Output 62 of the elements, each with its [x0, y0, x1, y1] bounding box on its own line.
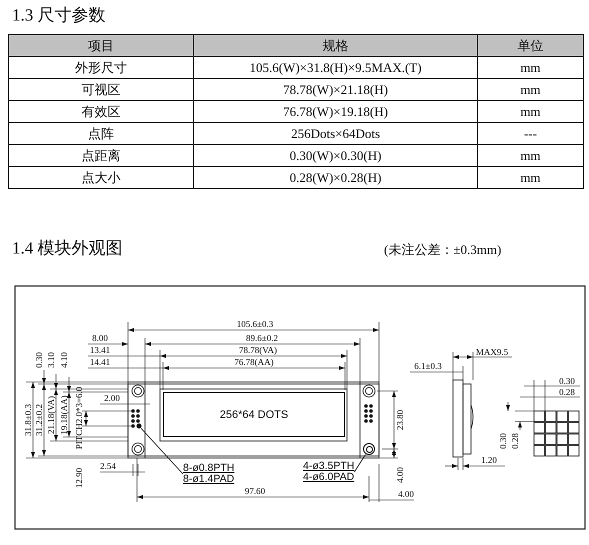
- dimension-label: 0.30: [498, 433, 508, 449]
- header-cell: 规格: [194, 34, 478, 56]
- table-cell: 105.6(W)×31.8(H)×9.5MAX.(T): [194, 56, 478, 78]
- dimension-label: MAX9.5: [476, 347, 508, 357]
- table-cell: mm: [477, 144, 584, 166]
- mounting-hole: [363, 443, 375, 455]
- table-cell: mm: [477, 56, 584, 78]
- leader-line: [354, 454, 366, 472]
- section-heading: 1.4 模块外观图: [12, 238, 122, 260]
- leader-line: [140, 428, 184, 474]
- dimension-label: 89.6±0.2: [246, 333, 278, 343]
- header-cell: 单位: [477, 34, 584, 56]
- callout-text: 4-ø3.5PTH: [303, 461, 354, 472]
- dimension-label: 1.20: [481, 455, 497, 465]
- table-cell: 点大小: [8, 166, 194, 188]
- table-cell: 点距离: [8, 144, 194, 166]
- dimension-label: 105.6±0.3: [236, 319, 274, 329]
- dimension-label: 0.30: [34, 352, 44, 368]
- table-cell: mm: [477, 166, 584, 188]
- dimension-label: 4.00: [395, 467, 405, 483]
- dimension-label: 8.00: [92, 333, 108, 343]
- dimension-label: 14.41: [90, 357, 110, 367]
- pin-pad: [136, 424, 142, 428]
- callout-text: 8-ø1.4PAD: [183, 474, 234, 485]
- dimension-label: 97.60: [244, 486, 266, 496]
- dimension-label: 4.00: [398, 489, 414, 499]
- dimension-label: 76.78(AA): [234, 357, 274, 367]
- table-cell: 0.28(W)×0.28(H): [194, 166, 478, 188]
- dimension-label: 12.90: [74, 468, 84, 488]
- table-cell: 0.30(W)×0.30(H): [194, 144, 478, 166]
- callout-text: 8-ø0.8PTH: [183, 463, 234, 474]
- dimension-label: 13.41: [90, 345, 110, 355]
- dimension-label: 2.00: [104, 393, 120, 403]
- table-cell: ---: [477, 122, 584, 144]
- header-cell: 项目: [8, 34, 194, 56]
- dimension-label: 31.8±0.3: [23, 404, 33, 436]
- table-cell: mm: [477, 100, 584, 122]
- callout-text: 4-ø6.0PAD: [303, 472, 354, 483]
- dimension-label: 0.28: [559, 387, 575, 397]
- table-cell: 256Dots×64Dots: [194, 122, 478, 144]
- dimension-label: 21.18(VA): [46, 396, 56, 434]
- table-cell: 78.78(W)×21.18(H): [194, 78, 478, 100]
- table-cell: 可视区: [8, 78, 194, 100]
- dimension-label: 4.10: [59, 352, 69, 368]
- tolerance-note: (未注公差：±0.3mm): [384, 241, 502, 259]
- dimension-label: 6.1±0.3: [414, 361, 442, 371]
- display-area: 256*64 DOTS: [163, 392, 345, 437]
- dimension-label: 23.80: [395, 410, 405, 430]
- dimension-label: 19.18(AA): [59, 395, 69, 435]
- table-cell: 有效区: [8, 100, 194, 122]
- table-cell: mm: [477, 78, 584, 100]
- dimension-label: 0.30: [559, 376, 575, 386]
- dimension-label: 31.2±0.2: [34, 404, 44, 436]
- dimension-label: PITCH2.0*3=6.0: [74, 386, 84, 450]
- section-heading: 1.3 尺寸参数: [12, 4, 106, 26]
- dimension-label: 0.28: [510, 433, 520, 449]
- dimension-label: 78.78(VA): [238, 345, 278, 355]
- dimension-label: 3.10: [46, 352, 56, 368]
- table-cell: 点阵: [8, 122, 194, 144]
- table-cell: 76.78(W)×19.18(H): [194, 100, 478, 122]
- table-cell: 外形尺寸: [8, 56, 194, 78]
- dimension-label: 2.54: [100, 461, 116, 471]
